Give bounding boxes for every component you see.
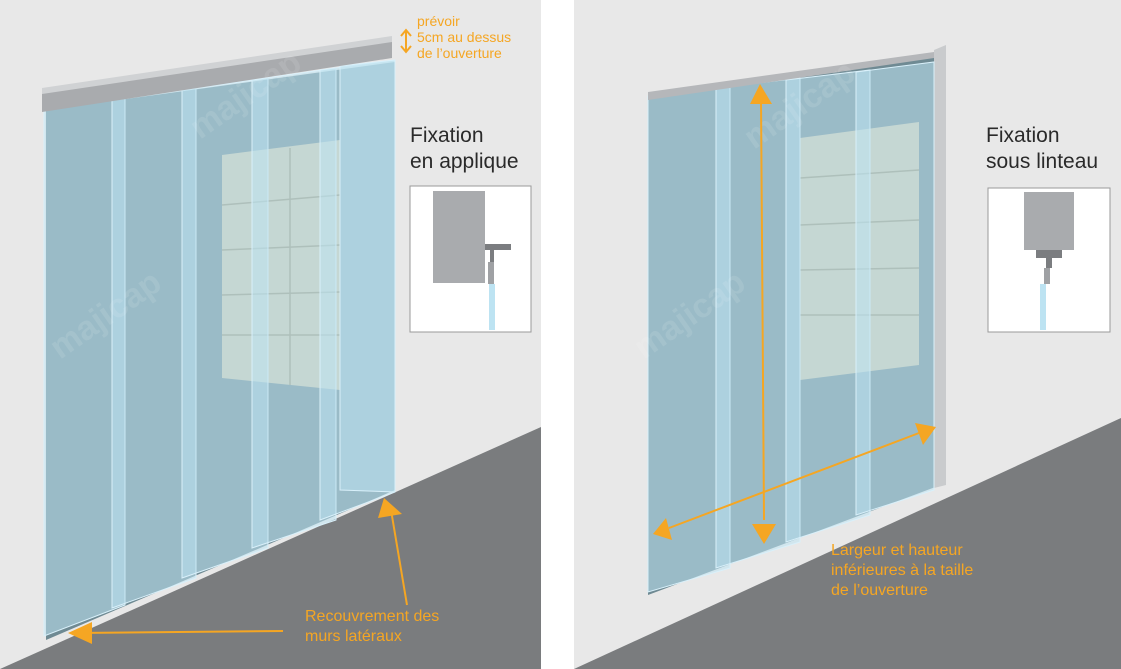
left-detail-box — [409, 185, 532, 333]
bottom-note: Recouvrement des murs latéraux — [305, 608, 444, 645]
top-note-line-1: prévoir — [417, 13, 460, 29]
right-rail — [648, 52, 934, 100]
right-title-line-2: sous linteau — [986, 150, 1098, 173]
right-detail-box — [987, 187, 1111, 333]
bottom-note-line-2: murs latéraux — [305, 628, 402, 645]
top-note: prévoir 5cm au dessus de l’ouverture — [417, 13, 515, 61]
right-note: Largeur et hauteur inférieures à la tail… — [831, 542, 978, 599]
arrow-head-bottom — [752, 524, 776, 544]
bottom-note-line-1: Recouvrement des — [305, 608, 439, 625]
dimension-arrows — [668, 99, 920, 529]
arrow-head-width-right — [915, 423, 936, 445]
right-title-line-1: Fixation — [986, 124, 1060, 147]
top-note-line-3: de l’ouverture — [417, 45, 502, 61]
left-title: Fixation en applique — [410, 124, 519, 173]
arrow-head-width-left — [653, 518, 672, 540]
arrow-head-up — [378, 498, 402, 518]
right-note-line-3: de l’ouverture — [831, 582, 928, 599]
left-floor — [0, 427, 541, 669]
left-strips — [43, 59, 396, 637]
right-floor — [574, 418, 1121, 669]
right-note-line-1: Largeur et hauteur — [831, 542, 963, 559]
right-title: Fixation sous linteau — [986, 124, 1098, 173]
lateral-arrows — [74, 509, 408, 634]
top-note-arrow — [400, 28, 412, 54]
arrow-head-left — [68, 622, 92, 644]
left-rail — [42, 36, 392, 112]
left-title-line-1: Fixation — [410, 124, 484, 147]
right-panel: majicap majicap Largeur et hauteur infér… — [574, 0, 1121, 669]
right-jamb — [934, 45, 946, 488]
left-title-line-2: en applique — [410, 150, 519, 173]
arrow-head-top — [750, 84, 772, 104]
top-note-line-2: 5cm au dessus — [417, 29, 511, 45]
left-panel: majicap majicap prévoir 5cm au dessus de… — [0, 0, 541, 669]
right-note-line-2: inférieures à la taille — [831, 562, 973, 579]
